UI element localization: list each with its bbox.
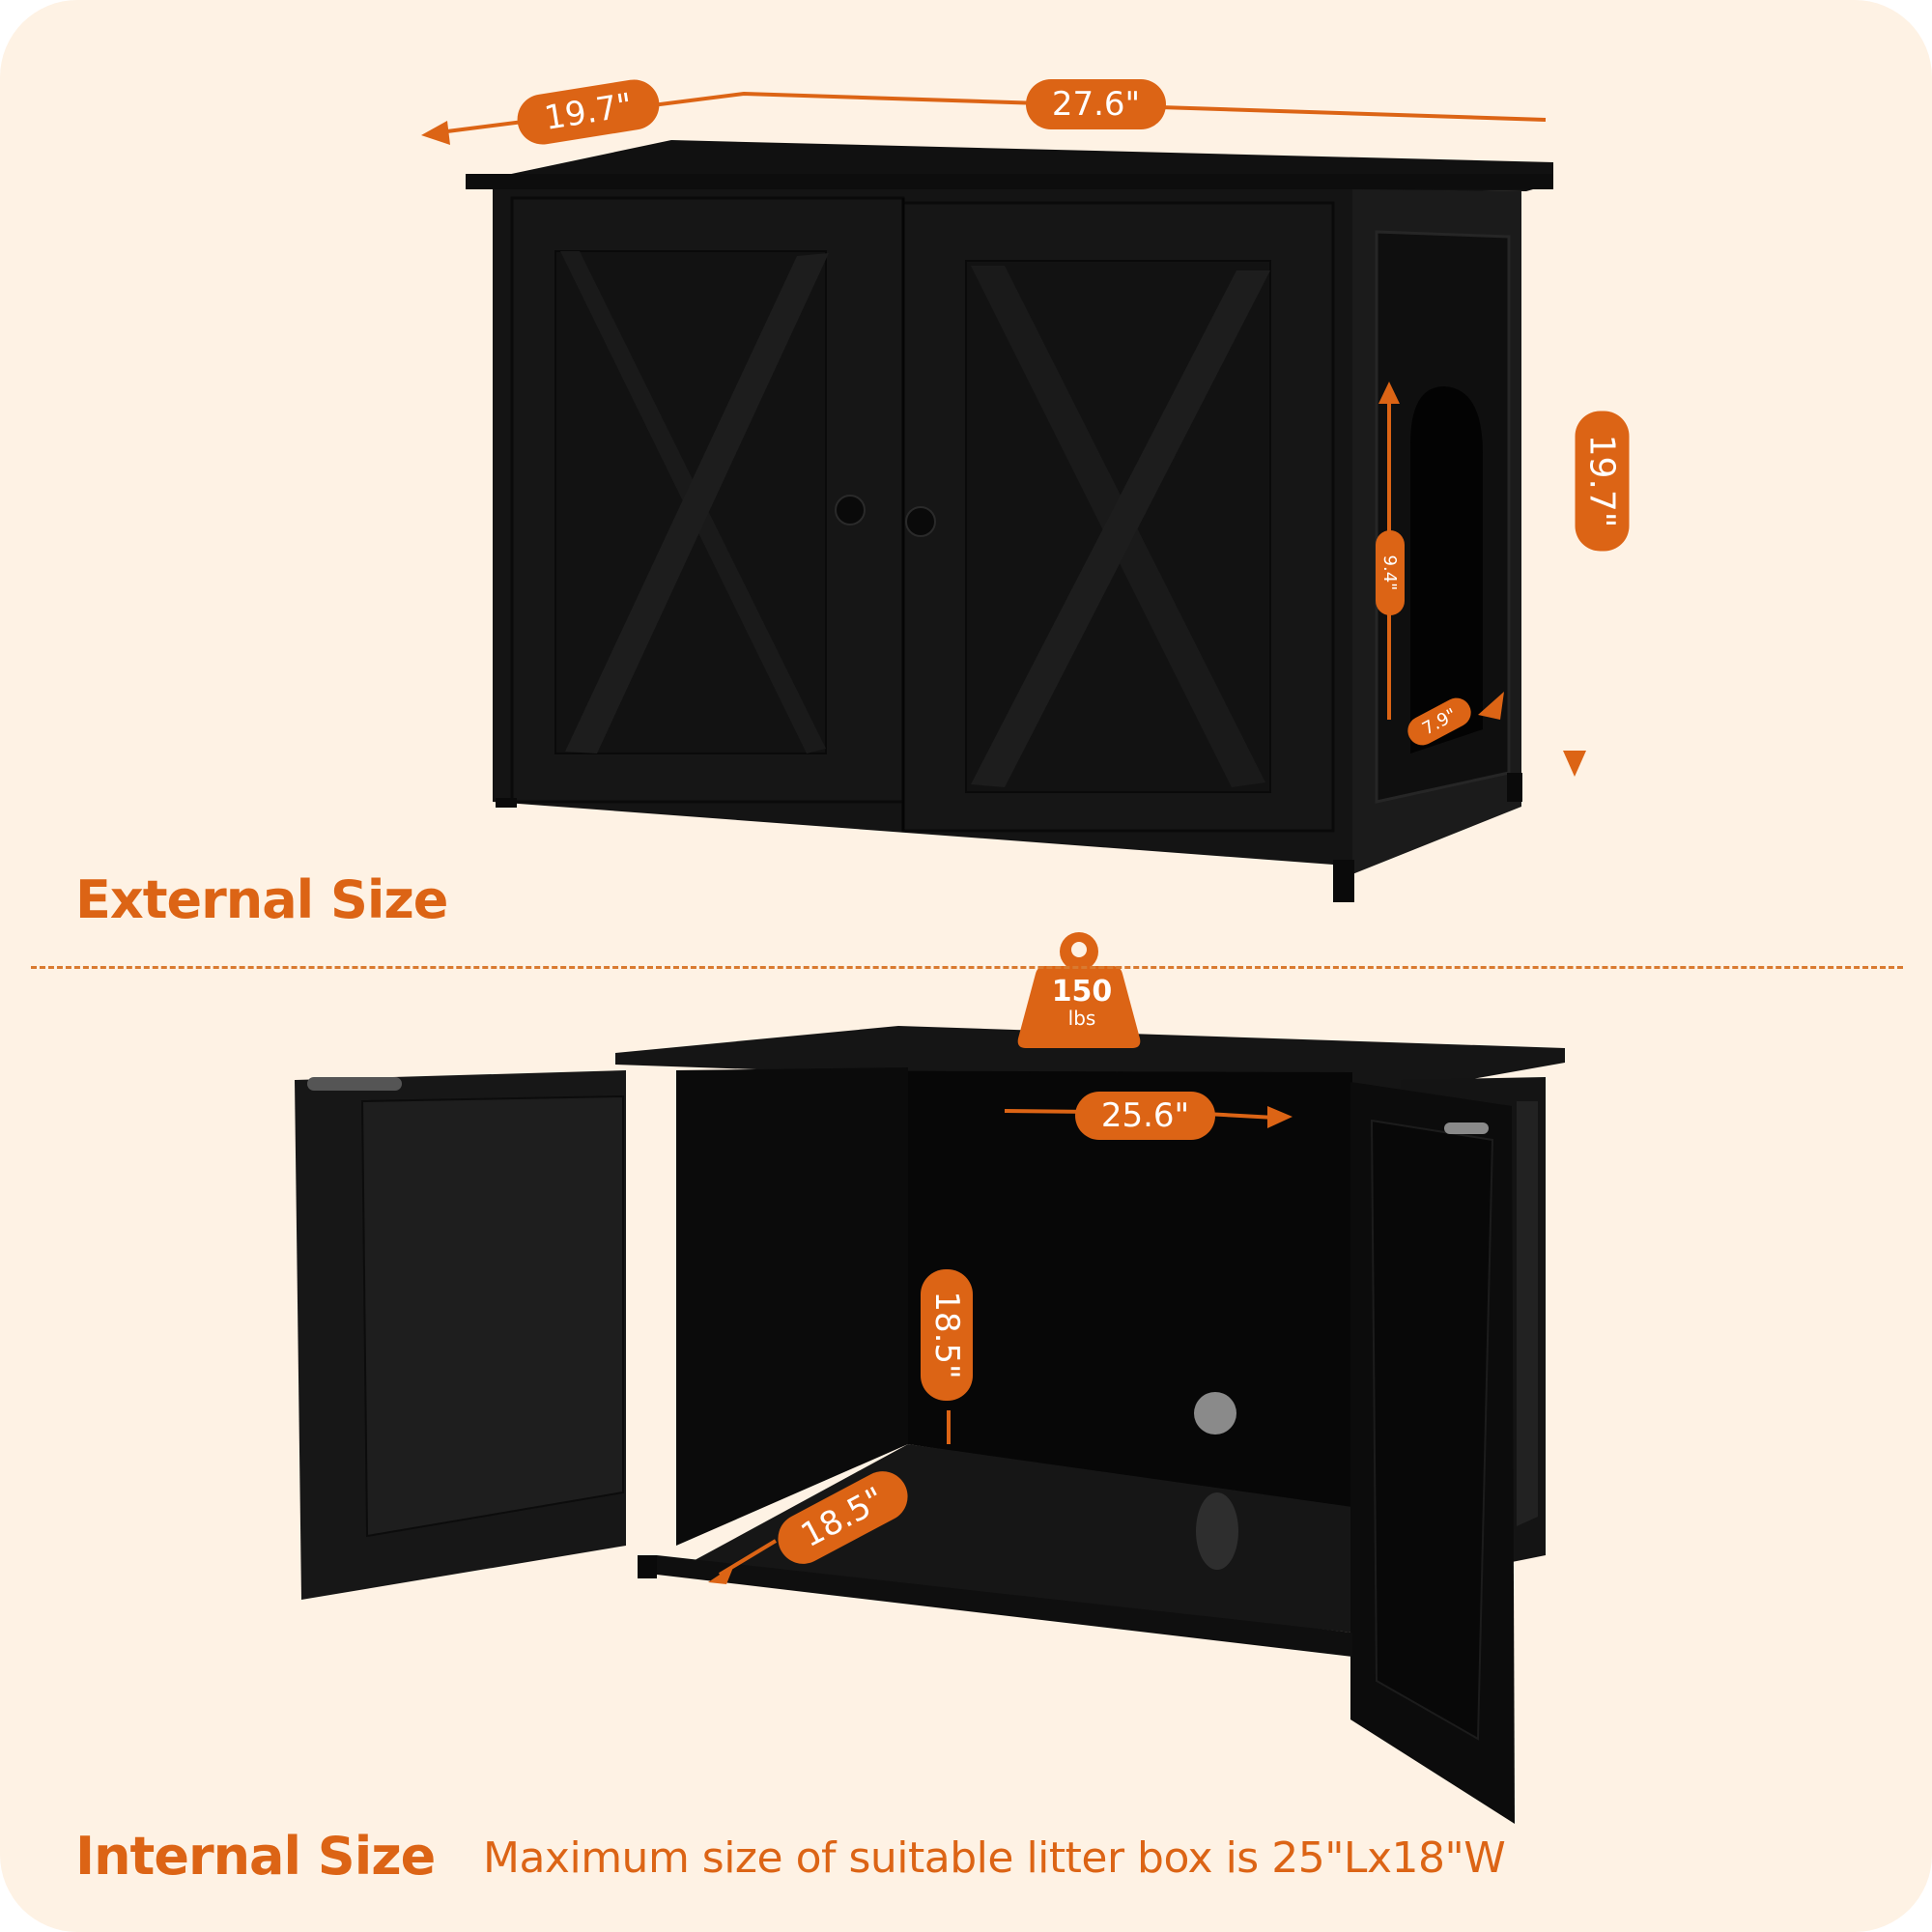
hinge-left <box>307 1077 402 1091</box>
opening-height-label: 9.4" <box>1376 530 1405 615</box>
cable-grommet <box>1194 1392 1236 1435</box>
litter-box-note: Maximum size of suitable litter box is 2… <box>483 1833 1506 1883</box>
weight-icon <box>1017 932 1141 1048</box>
internal-height-label: 18.5" <box>921 1269 973 1401</box>
hinge-right <box>1444 1122 1489 1134</box>
weight-unit: lbs <box>1067 1007 1096 1030</box>
external-size-heading: External Size <box>75 869 448 930</box>
dimension-arrowheads <box>421 121 1586 777</box>
external-height-label: 19.7" <box>1575 411 1630 552</box>
door-knob-left <box>835 495 866 526</box>
external-width-label: 27.6" <box>1026 79 1166 129</box>
weight-value: 150 <box>1051 975 1113 1009</box>
internal-size-heading: Internal Size <box>75 1826 436 1887</box>
weight-capacity-badge: 150 lbs <box>1019 975 1145 1030</box>
closed-cabinet <box>466 140 1553 902</box>
internal-width-label: 25.6" <box>1075 1092 1215 1140</box>
section-divider <box>31 966 1903 969</box>
door-knob-right <box>905 506 936 537</box>
open-cabinet <box>295 1026 1565 1824</box>
